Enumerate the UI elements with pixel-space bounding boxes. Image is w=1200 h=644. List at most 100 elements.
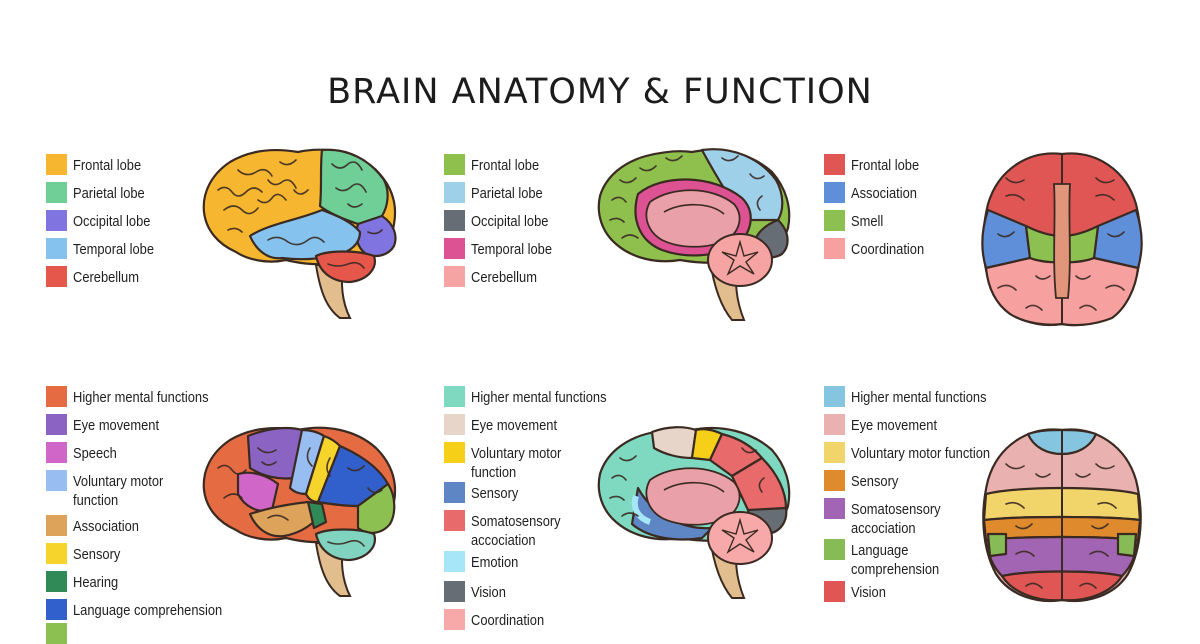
legend-swatch [444, 386, 465, 407]
brain-lateral-lobes-illustration [202, 148, 397, 319]
legend-swatch [444, 414, 465, 435]
legend-item: Language comprehension [824, 539, 1034, 579]
legend-item: Sensory [444, 482, 654, 503]
legend-label: Eye movement [73, 417, 160, 434]
legend-label: Higher mental functions [851, 389, 987, 406]
page-title: BRAIN ANATOMY & FUNCTION [327, 72, 873, 112]
legend-swatch [824, 581, 845, 602]
legend-swatch [824, 470, 845, 491]
legend-item: Parietal lobe [46, 182, 256, 203]
legend-item: Voluntary motor function [444, 442, 654, 482]
legend-label: Frontal lobe [471, 157, 540, 174]
legend-label: Eye movement [851, 417, 938, 434]
legend-label: Cerebellum [471, 269, 537, 286]
legend-swatch [46, 515, 67, 536]
legend-label: Coordination [471, 612, 545, 629]
legend-item: Voluntary motor function [46, 470, 256, 510]
legend-item: Eye movement [46, 414, 256, 435]
legend-item: Frontal lobe [444, 154, 654, 175]
legend-item: Somatosensory accociation [444, 510, 654, 550]
brain-sagittal-lobes-illustration [597, 148, 791, 321]
legend-swatch [46, 599, 67, 620]
legend-swatch [444, 182, 465, 203]
brain-lateral-functions-illustration [202, 426, 397, 597]
legend-swatch [46, 543, 67, 564]
legend-swatch [444, 154, 465, 175]
legend-label: Emotion [471, 554, 519, 571]
legend-item: Cerebellum [444, 266, 654, 287]
legend-label: Vision [471, 584, 506, 601]
legend-swatch [444, 581, 465, 602]
brain-top-lobes-illustration [981, 152, 1143, 327]
legend-item: Eye movement [444, 414, 654, 435]
legend-item [46, 623, 256, 644]
legend-label: Association [851, 185, 917, 202]
legend-swatch [444, 442, 465, 463]
legend-item: Higher mental functions [824, 386, 1034, 407]
legend-swatch [824, 154, 845, 175]
legend-swatch [46, 414, 67, 435]
legend-swatch [46, 210, 67, 231]
legend-label: Higher mental functions [471, 389, 607, 406]
legend-swatch [46, 470, 67, 491]
legend-item: Smell [824, 210, 1034, 231]
legend-swatch [46, 442, 67, 463]
legend-item: Higher mental functions [444, 386, 654, 407]
legend-item: Cerebellum [46, 266, 256, 287]
legend-label: Coordination [851, 241, 925, 258]
legend-label: Voluntary motor function [73, 473, 164, 509]
legend-label: Smell [851, 213, 884, 230]
legend-label: Occipital lobe [73, 213, 151, 230]
legend-item: Vision [824, 581, 1034, 602]
legend-swatch [824, 442, 845, 463]
brain-sagittal-functions-illustration [597, 426, 791, 599]
legend-swatch [46, 571, 67, 592]
legend-label: Language comprehension [73, 602, 223, 619]
legend-swatch [46, 182, 67, 203]
legend-item: Occipital lobe [46, 210, 256, 231]
legend-label: Voluntary motor function [471, 445, 562, 481]
legend-item: Sensory [824, 470, 1034, 491]
legend-item: Language comprehension [46, 599, 256, 620]
legend-swatch [824, 210, 845, 231]
legend-swatch [824, 539, 845, 560]
legend-label: Sensory [73, 546, 121, 563]
legend-swatch [46, 386, 67, 407]
legend-label: Somatosensory accociation [851, 501, 941, 537]
legend-label: Somatosensory accociation [471, 513, 561, 549]
legend-swatch [824, 182, 845, 203]
legend-label: Frontal lobe [851, 157, 920, 174]
legend-item: Temporal lobe [46, 238, 256, 259]
legend-item: Eye movement [824, 414, 1034, 435]
legend-item: Frontal lobe [46, 154, 256, 175]
legend-label: Vision [851, 584, 886, 601]
legend-label: Temporal lobe [73, 241, 155, 258]
legend-swatch [444, 210, 465, 231]
legend-label: Sensory [471, 485, 519, 502]
legend-label: Language comprehension [851, 542, 940, 578]
legend-label: Temporal lobe [471, 241, 553, 258]
legend-item: Coordination [824, 238, 1034, 259]
legend-label: Sensory [851, 473, 899, 490]
legend-label: Frontal lobe [73, 157, 142, 174]
legend-item: Association [824, 182, 1034, 203]
legend-label: Cerebellum [73, 269, 139, 286]
legend-item: Emotion [444, 551, 654, 572]
legend-label: Voluntary motor function [851, 445, 991, 462]
legend-swatch [824, 498, 845, 519]
legend-label: Higher mental functions [73, 389, 209, 406]
legend-swatch [46, 623, 67, 644]
legend-item: Coordination [444, 609, 654, 630]
legend-swatch [444, 266, 465, 287]
legend-item: Association [46, 515, 256, 536]
legend-swatch [444, 609, 465, 630]
legend-item: Somatosensory accociation [824, 498, 1034, 538]
legend-item: Occipital lobe [444, 210, 654, 231]
legend-swatch [444, 482, 465, 503]
legend-label: Eye movement [471, 417, 558, 434]
legend-label: Parietal lobe [73, 185, 145, 202]
legend-swatch [444, 510, 465, 531]
legend-item: Temporal lobe [444, 238, 654, 259]
legend-item: Sensory [46, 543, 256, 564]
legend-item: Parietal lobe [444, 182, 654, 203]
